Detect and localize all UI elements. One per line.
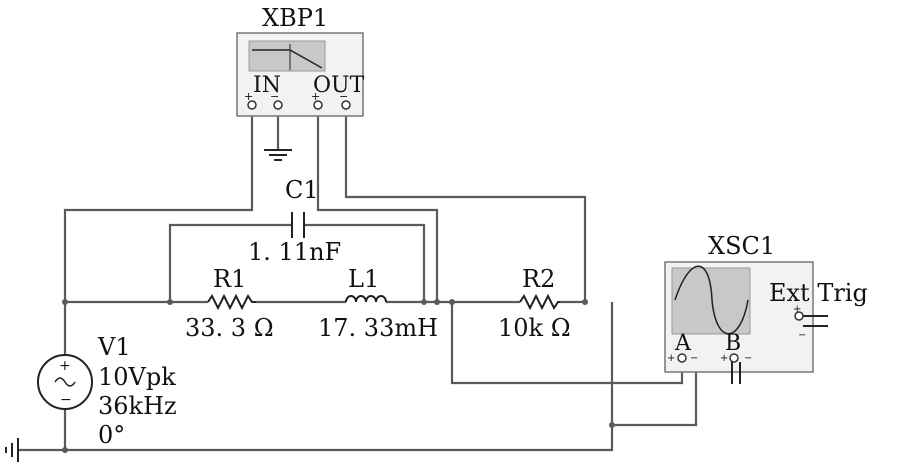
ground-symbol-left-icon — [5, 438, 19, 462]
c1-name: C1 — [285, 176, 319, 204]
scope-ext-plus: + — [793, 304, 801, 315]
r1-value: 33. 3 Ω — [185, 314, 274, 342]
bode-out-label: OUT — [313, 73, 365, 98]
scope-terminal-ext[interactable] — [794, 311, 804, 321]
voltage-source-v1[interactable]: + − V1 10Vpk 36kHz 0° — [37, 333, 177, 449]
l1-value: 17. 33mH — [318, 314, 438, 342]
bode-in-minus: − — [270, 90, 279, 103]
junction-dot — [434, 299, 440, 305]
bode-plotter-name: XBP1 — [262, 4, 328, 32]
wire-c1-left — [168, 223, 292, 302]
v1-minus: − — [60, 392, 72, 408]
resistor-r1[interactable]: R1 33. 3 Ω — [185, 265, 274, 342]
scope-a-minus: − — [690, 353, 698, 364]
wire-out-minus — [344, 105, 587, 302]
v1-frequency: 36kHz — [98, 392, 177, 420]
bode-plotter[interactable]: XBP1 IN OUT + − + − — [236, 4, 365, 117]
junction-dot — [167, 299, 173, 305]
bode-terminal-out-plus[interactable] — [313, 100, 323, 110]
bode-in-label: IN — [253, 73, 281, 98]
oscilloscope[interactable]: XSC1 A B Ext Trig + − + − + − — [664, 232, 868, 384]
junction-dot — [62, 299, 68, 305]
bode-screen — [248, 40, 326, 72]
junction-dot — [421, 299, 427, 305]
c1-value: 1. 11nF — [248, 238, 341, 266]
ground-symbol-bode-icon — [264, 149, 292, 161]
bode-terminal-in-plus[interactable] — [247, 100, 257, 110]
r1-name: R1 — [213, 265, 246, 293]
resistor-r2[interactable]: R2 10k Ω — [498, 265, 571, 342]
v1-phase: 0° — [98, 421, 125, 449]
wire-c1-right — [304, 223, 426, 302]
bode-out-minus: − — [339, 90, 348, 103]
wire-out-plus — [316, 105, 439, 302]
v1-amplitude: 10Vpk — [98, 363, 176, 391]
junction-dot — [449, 299, 455, 305]
junction-dot — [582, 299, 588, 305]
junction-dot — [609, 422, 615, 428]
junction-dot — [62, 447, 68, 453]
r2-value: 10k Ω — [498, 314, 571, 342]
bode-out-plus: + — [311, 90, 320, 103]
scope-ext-trig: Ext Trig — [769, 279, 868, 307]
scope-a-plus: + — [667, 353, 675, 364]
l1-name: L1 — [348, 265, 379, 293]
v1-name: V1 — [97, 333, 131, 361]
wires — [18, 105, 698, 453]
scope-ext-minus: − — [798, 330, 806, 341]
sine-wave-icon — [674, 265, 749, 335]
oscilloscope-name: XSC1 — [708, 232, 775, 260]
scope-b-plus: + — [720, 353, 728, 364]
bode-terminal-out-minus[interactable] — [341, 100, 351, 110]
scope-terminal-a[interactable] — [677, 353, 687, 363]
scope-screen — [671, 267, 751, 335]
bode-terminal-in-minus[interactable] — [273, 100, 283, 110]
scope-b-minus: − — [744, 353, 752, 364]
scope-channel-b: B — [725, 331, 741, 356]
bode-in-plus: + — [244, 90, 253, 103]
inductor-l1[interactable]: L1 17. 33mH — [318, 265, 438, 342]
wire-v1-top — [63, 105, 254, 355]
scope-terminal-b[interactable] — [729, 353, 739, 363]
v1-plus: + — [59, 358, 71, 374]
scope-channel-a: A — [674, 331, 692, 356]
r2-name: R2 — [522, 265, 555, 293]
capacitor-c1[interactable]: C1 1. 11nF — [248, 176, 341, 266]
wire-scope-a — [450, 302, 684, 385]
